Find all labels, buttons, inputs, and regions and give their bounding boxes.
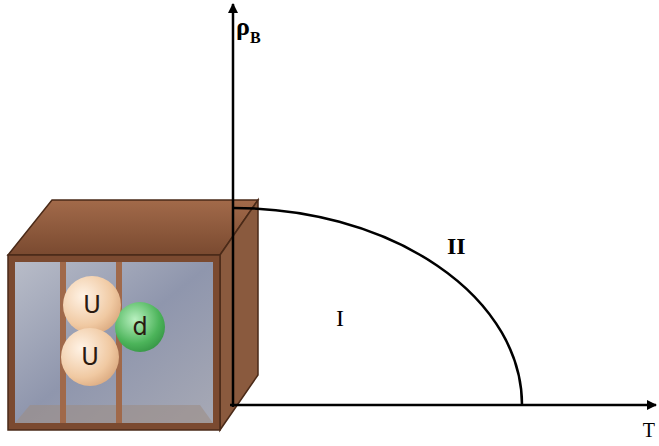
quark-ball: U: [63, 276, 121, 334]
quark-label: U: [81, 345, 99, 369]
phase-label: I: [336, 306, 344, 330]
axis-label: T: [643, 420, 655, 440]
temperature-axis: [230, 404, 656, 407]
axis-symbol: ρ: [236, 14, 250, 40]
quark-label: d: [132, 315, 147, 339]
density-axis: [232, 4, 235, 407]
axis-subscript: B: [250, 30, 261, 46]
cage-illustration: [8, 200, 258, 430]
quark-label: U: [83, 293, 101, 317]
quark-ball: U: [61, 328, 119, 386]
phase-boundary: [233, 208, 522, 405]
quark-ball: d: [115, 302, 165, 352]
phase-label: II: [447, 234, 466, 258]
